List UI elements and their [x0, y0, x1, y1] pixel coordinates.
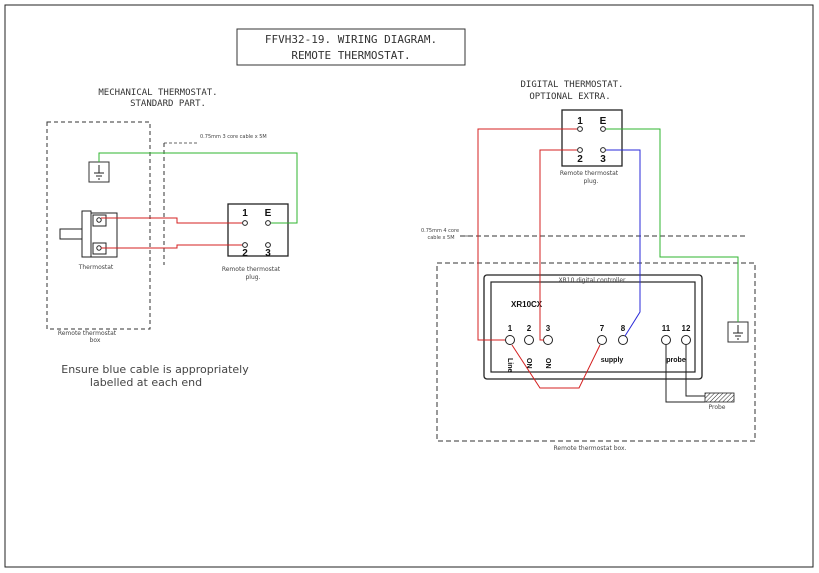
dig-pin-e-label: E — [600, 116, 607, 127]
page-border — [4, 4, 814, 568]
digital-plug — [561, 109, 623, 167]
dig-wire-red-1 — [477, 128, 577, 341]
mech-pin-2-label: 2 — [242, 248, 248, 259]
mechanical-box-label-1: Remote thermostat — [58, 330, 117, 337]
mech-wire-red-top — [101, 217, 242, 224]
label-probe: probe — [666, 357, 686, 364]
terminal-12 — [681, 335, 691, 345]
mech-pin-2 — [242, 242, 248, 248]
probe-icon — [704, 392, 735, 403]
note-line-2: labelled at each end — [90, 376, 202, 389]
mech-pin-e — [265, 220, 271, 226]
terminal-1 — [505, 335, 515, 345]
terminal-8-label: 8 — [621, 324, 626, 333]
terminal-2 — [524, 335, 534, 345]
label-on-2: ON — [544, 358, 551, 369]
mech-pin-3 — [265, 242, 271, 248]
probe-wire-2 — [685, 345, 705, 397]
mech-pin-1-label: 1 — [242, 208, 248, 219]
dig-wire-green — [606, 128, 739, 322]
mech-pin-1 — [242, 220, 248, 226]
digital-section: DIGITAL THERMOSTAT. OPTIONAL EXTRA. 1 E … — [421, 80, 756, 452]
title-line-2: REMOTE THERMOSTAT. — [291, 49, 410, 62]
probe-wire-1 — [665, 345, 705, 403]
dig-wire-blue — [606, 149, 641, 337]
controller-outer — [483, 274, 703, 380]
mech-wire-red-bottom — [101, 244, 242, 249]
dig-pin-3-label: 3 — [600, 154, 606, 165]
mech-pin-e-label: E — [265, 208, 272, 219]
probe-label: Probe — [708, 404, 725, 411]
digital-cable-label-1: 0.75mm 4 core — [421, 228, 459, 234]
label-on-1: ON — [525, 358, 532, 369]
terminal-8 — [618, 335, 628, 345]
dig-pin-3 — [600, 147, 606, 153]
controller-inner — [490, 281, 696, 373]
mechanical-heading-1: MECHANICAL THERMOSTAT. — [98, 88, 217, 98]
dig-pin-e — [600, 126, 606, 132]
digital-plug-label-1: Remote thermostat — [560, 170, 619, 177]
mechanical-plug — [227, 203, 289, 257]
mechanical-plug-label-2: plug. — [246, 274, 261, 281]
title-block: FFVH32-19. WIRING DIAGRAM. REMOTE THERMO… — [236, 28, 466, 66]
dig-wire-red-supply — [511, 344, 601, 389]
terminal-2-label: 2 — [527, 324, 532, 333]
mech-pin-3-label: 3 — [265, 248, 271, 259]
thermostat-device — [59, 210, 118, 258]
terminal-11-label: 11 — [662, 324, 671, 333]
title-line-1: FFVH32-19. WIRING DIAGRAM. — [265, 33, 437, 46]
mechanical-cable-label: 0.75mm 3 core cable x 5M — [200, 134, 267, 140]
title-frame — [236, 28, 466, 66]
earth-icon — [94, 165, 104, 180]
dig-wire-red-2 — [539, 149, 577, 341]
digital-plug-label-2: plug. — [584, 178, 599, 185]
note-line-1: Ensure blue cable is appropriately — [61, 363, 249, 376]
terminal-7 — [597, 335, 607, 345]
label-line: Line — [506, 358, 513, 372]
mechanical-plug-label-1: Remote thermostat — [222, 266, 281, 273]
mechanical-heading-2: STANDARD PART. — [130, 99, 206, 109]
label-supply: supply — [601, 357, 624, 364]
terminal-3-label: 3 — [546, 324, 551, 333]
digital-heading-2: OPTIONAL EXTRA. — [529, 92, 610, 102]
terminal-3 — [543, 335, 553, 345]
digital-box — [436, 262, 756, 442]
terminal-7-label: 7 — [600, 324, 605, 333]
dig-pin-2-label: 2 — [577, 154, 583, 165]
mechanical-box — [46, 121, 151, 330]
probe-sensor: Probe — [704, 392, 735, 411]
dig-pin-1 — [577, 126, 583, 132]
terminal-11 — [661, 335, 671, 345]
digital-heading-1: DIGITAL THERMOSTAT. — [521, 80, 624, 90]
dig-pin-1-label: 1 — [577, 116, 583, 127]
mech-wire-green — [98, 152, 298, 224]
thermostat-label: Thermostat — [78, 264, 114, 271]
terminal-1-label: 1 — [508, 324, 513, 333]
digital-cable-label-2: cable x 5M — [427, 235, 454, 241]
mechanical-section: MECHANICAL THERMOSTAT. STANDARD PART. Re… — [46, 88, 298, 389]
mechanical-box-label-2: box — [90, 337, 101, 344]
digital-earth-icon — [733, 325, 743, 340]
controller-model: XR10CX — [511, 300, 543, 309]
digital-box-label: Remote thermostat box. — [554, 445, 627, 452]
dig-pin-2 — [577, 147, 583, 153]
terminal-12-label: 12 — [682, 324, 691, 333]
controller-title: XR10 digital controller — [559, 277, 627, 284]
